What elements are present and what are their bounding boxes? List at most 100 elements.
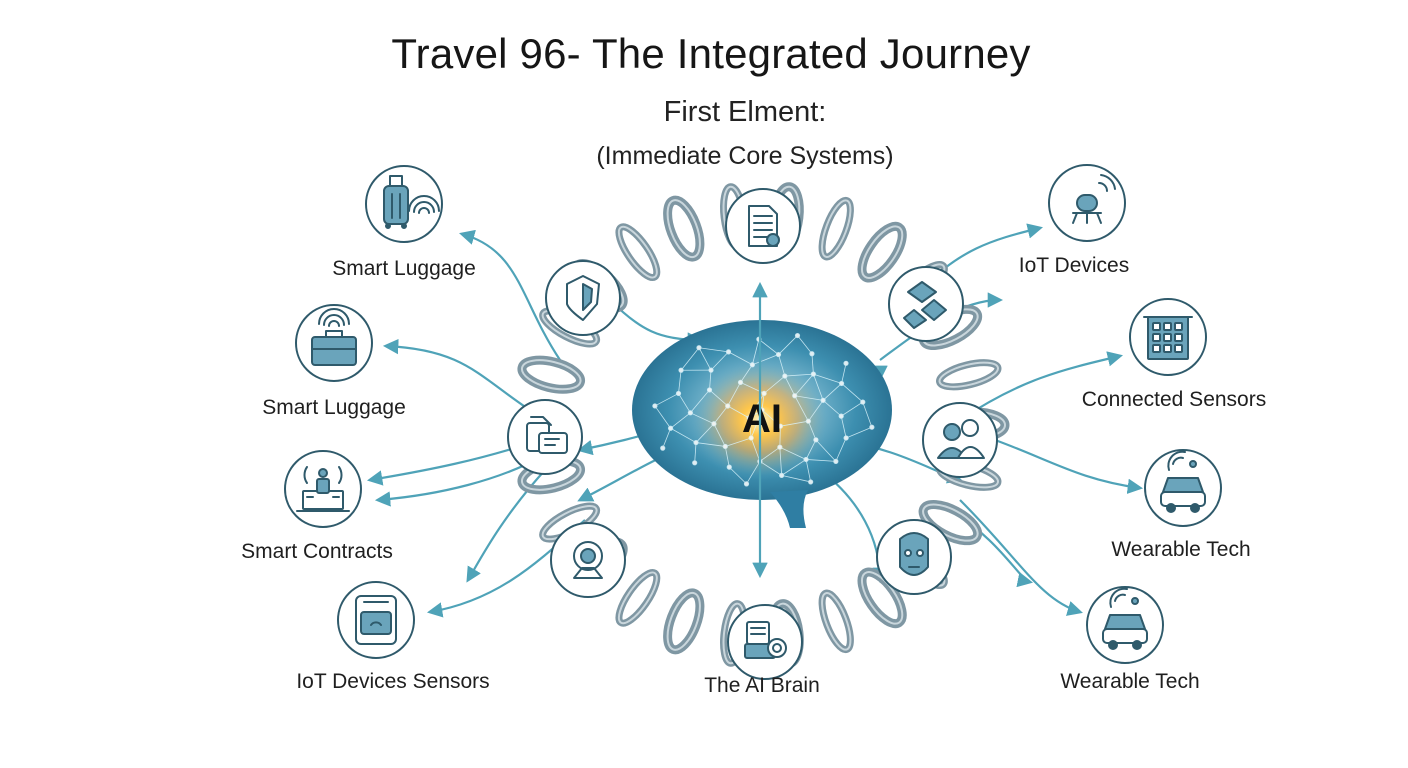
chain-link-highlight [861, 571, 904, 625]
brain-network-node [869, 424, 875, 430]
building-icon [1143, 316, 1193, 360]
briefcase-wifi-icon [311, 308, 357, 366]
brain-network-node [726, 464, 732, 470]
bottom-label: The AI Brain [704, 674, 820, 697]
brain-network-node [693, 439, 699, 446]
people-icon [937, 419, 985, 459]
brain-network-line [654, 405, 671, 429]
brain-network-node [813, 437, 819, 443]
chain-node [922, 402, 998, 478]
brain-network-node [708, 367, 714, 373]
chain-link-highlight [922, 503, 979, 542]
brain-network-line [728, 351, 753, 366]
chain-link-highlight [617, 571, 658, 625]
blocks-icon [903, 281, 947, 329]
brain-network-line [710, 351, 729, 371]
brain-network-line [794, 395, 809, 422]
brain-network-node [777, 444, 783, 450]
brain-network-line [713, 405, 729, 425]
brain-network-line [740, 364, 753, 383]
subtitle-line-2: (Immediate Core Systems) [596, 142, 894, 170]
brain-network-node [843, 435, 849, 441]
subtitle-line-1: First Elment: [663, 96, 827, 128]
brain-network-line [680, 347, 700, 371]
brain-network-line [724, 446, 730, 468]
brain-network-line [805, 439, 817, 460]
brain-network-node [803, 456, 809, 463]
brain-network-line [779, 447, 783, 476]
brain-network-node [820, 397, 826, 403]
connector-arrow [459, 229, 561, 361]
right-node-label: Wearable Tech [1111, 538, 1251, 561]
brain-network-node [805, 418, 811, 424]
chain-link-highlight [617, 225, 658, 279]
brain-network-line [780, 420, 809, 427]
brain-network-line [670, 412, 691, 429]
brain-network-line [794, 395, 824, 401]
brain-network-line [709, 370, 712, 390]
right-node [1144, 449, 1222, 527]
brain-network-line [678, 370, 682, 394]
brain-network-node [775, 351, 782, 358]
brain-network-node [696, 345, 702, 351]
brain-network-line [840, 416, 847, 439]
brain-network-line [862, 401, 873, 428]
brain-network-line [779, 446, 807, 460]
brain-network-line [670, 427, 697, 443]
brain-network-node [737, 379, 744, 386]
chain-link [615, 223, 661, 282]
brain-network-line [835, 437, 847, 462]
left-node [295, 304, 373, 382]
brain-network-line [748, 417, 752, 438]
brain-network-node [777, 423, 784, 429]
brain-network-node [660, 445, 666, 451]
brain-network-node [746, 415, 752, 421]
center-label: AI [742, 397, 782, 441]
left-node-label: Smart Luggage [262, 396, 406, 419]
document-icon [748, 205, 780, 247]
brain-network-line [778, 335, 798, 355]
brain-network-line [725, 437, 752, 447]
brain-network-line [794, 373, 814, 396]
building-signal-icon [296, 466, 350, 512]
brain-network-node [749, 362, 755, 368]
brain-network-line [807, 421, 817, 440]
brain-network-line [845, 426, 873, 439]
right-node-label: Wearable Tech [1060, 670, 1200, 693]
brain-network-line [840, 401, 863, 417]
brain-network-line [822, 383, 842, 401]
car-wifi-icon [1102, 587, 1148, 650]
ai-brain: AI [632, 320, 892, 528]
brain-network-node [743, 481, 750, 487]
brain-network-node [810, 371, 817, 377]
connector-arrow [959, 499, 1083, 616]
left-node [337, 581, 415, 659]
brain-network-node [838, 380, 845, 387]
brain-network-node [711, 421, 717, 427]
brain-network-node [725, 349, 732, 355]
chain-node [507, 399, 583, 475]
brain-network-line [690, 412, 715, 425]
left-node [284, 450, 362, 528]
left-node-label: Smart Luggage [332, 257, 476, 280]
brain-network-node [809, 351, 815, 357]
chain-node [725, 188, 801, 264]
brain-network-line [806, 459, 836, 462]
brain-network-node [692, 460, 698, 466]
sensor-beacon-icon [1072, 174, 1116, 224]
chain-link-highlight [821, 199, 852, 258]
car-signal-icon [1160, 450, 1206, 513]
brain-network-line [694, 442, 697, 463]
brain-network-line [729, 466, 747, 485]
chain-link-highlight [666, 591, 701, 651]
brain-network-node [794, 332, 801, 339]
brain-network-node [722, 443, 728, 450]
right-node [1048, 164, 1126, 242]
brain-network-line [727, 382, 741, 407]
brain-network-line [713, 423, 726, 447]
brain-network-node [838, 413, 844, 419]
chain-link-highlight [520, 359, 582, 391]
register-icon [744, 621, 787, 659]
brain-network-line [784, 373, 814, 377]
